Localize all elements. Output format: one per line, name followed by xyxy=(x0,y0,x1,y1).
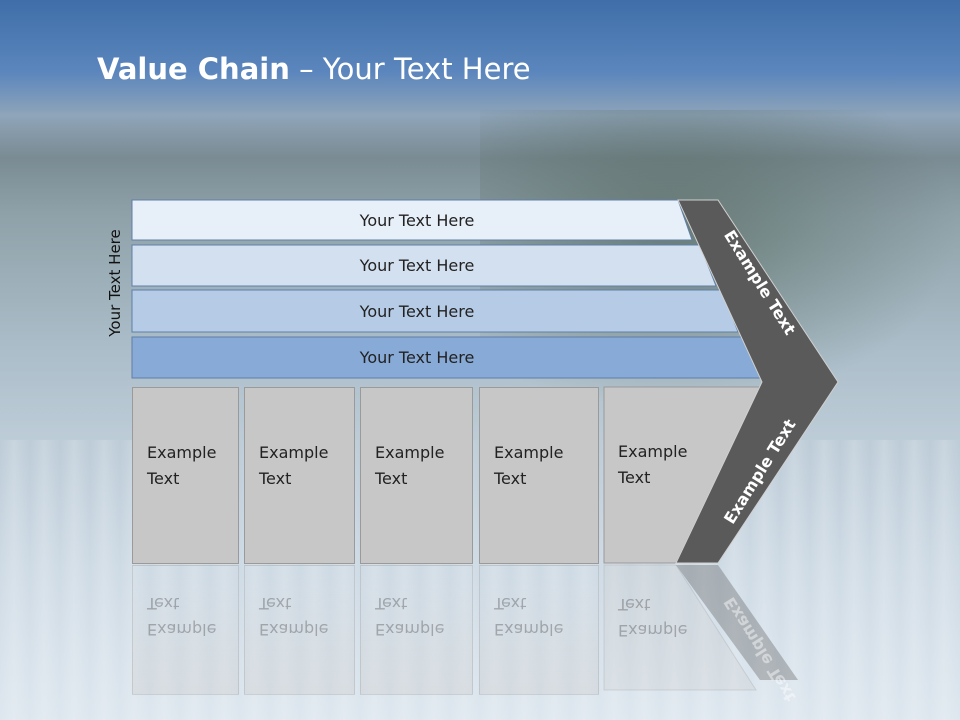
slide-title-bold: Value Chain xyxy=(97,52,290,86)
box-reflection-5-text: Example Text xyxy=(618,595,688,640)
box-reflection-3: Example Text xyxy=(360,565,473,695)
box-1: Example Text xyxy=(132,387,239,564)
bar-4: Your Text Here xyxy=(132,337,702,378)
box-reflection-4: Example Text xyxy=(479,565,599,695)
bar-label-2: Your Text Here xyxy=(359,256,475,275)
bar-2: Your Text Here xyxy=(132,245,702,286)
bar-shape-1 xyxy=(131,199,693,241)
chevron-shape xyxy=(675,199,839,564)
bar-shape-2 xyxy=(131,244,717,287)
bar-1: Your Text Here xyxy=(132,200,702,240)
box-3: Example Text xyxy=(360,387,473,564)
bar-label-1: Your Text Here xyxy=(359,210,475,230)
box-4: Example Text xyxy=(479,387,599,564)
box-5: Example Text xyxy=(618,442,688,487)
bar-label-3: Your Text Here xyxy=(359,301,475,321)
box-2: Example Text xyxy=(244,387,355,564)
chevron-reflection xyxy=(676,565,798,680)
bar-shape-3 xyxy=(131,289,739,333)
box-reflection-5 xyxy=(603,564,757,691)
bar-label-4: Your Text Here xyxy=(359,348,475,367)
box-reflection-2: Example Text xyxy=(244,565,355,695)
bar-3: Your Text Here xyxy=(132,290,702,332)
slide-title: Value Chain – Your Text Here xyxy=(97,52,531,86)
box-reflection-1: Example Text xyxy=(132,565,239,695)
slide-title-rest: – Your Text Here xyxy=(289,52,531,86)
